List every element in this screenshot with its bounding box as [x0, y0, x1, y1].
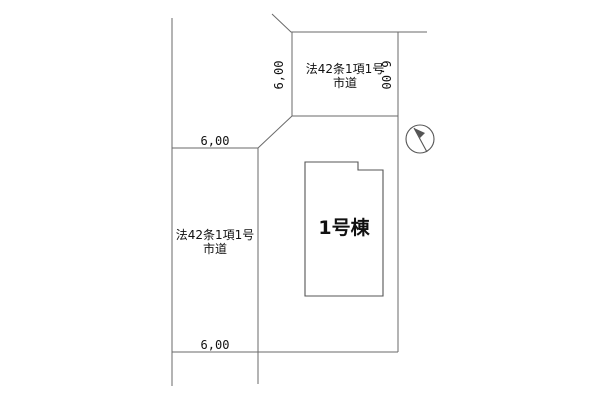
- north-road-width-left: 6,00: [272, 60, 286, 90]
- north-road-width-right: 6,00: [379, 60, 393, 90]
- west-road-width-top: 6,00: [200, 134, 230, 148]
- north-road-label: 法42条1項1号 市道: [296, 62, 394, 90]
- north-road-top-edge: [271, 13, 427, 33]
- west-road-width-bottom: 6,00: [200, 338, 230, 352]
- west-road-label: 法42条1項1号 市道: [166, 228, 264, 256]
- north-road-type-label: 法42条1項1号: [305, 62, 385, 76]
- north-road-name-label: 市道: [332, 76, 357, 90]
- building-1-label: 1号棟: [318, 217, 370, 239]
- corner-cut-line: [257, 115, 293, 149]
- building-1-outline: [304, 161, 384, 297]
- north-arrow-icon: [405, 124, 435, 154]
- west-road-type-label: 法42条1項1号: [175, 228, 255, 242]
- west-road-name-label: 市道: [202, 242, 227, 256]
